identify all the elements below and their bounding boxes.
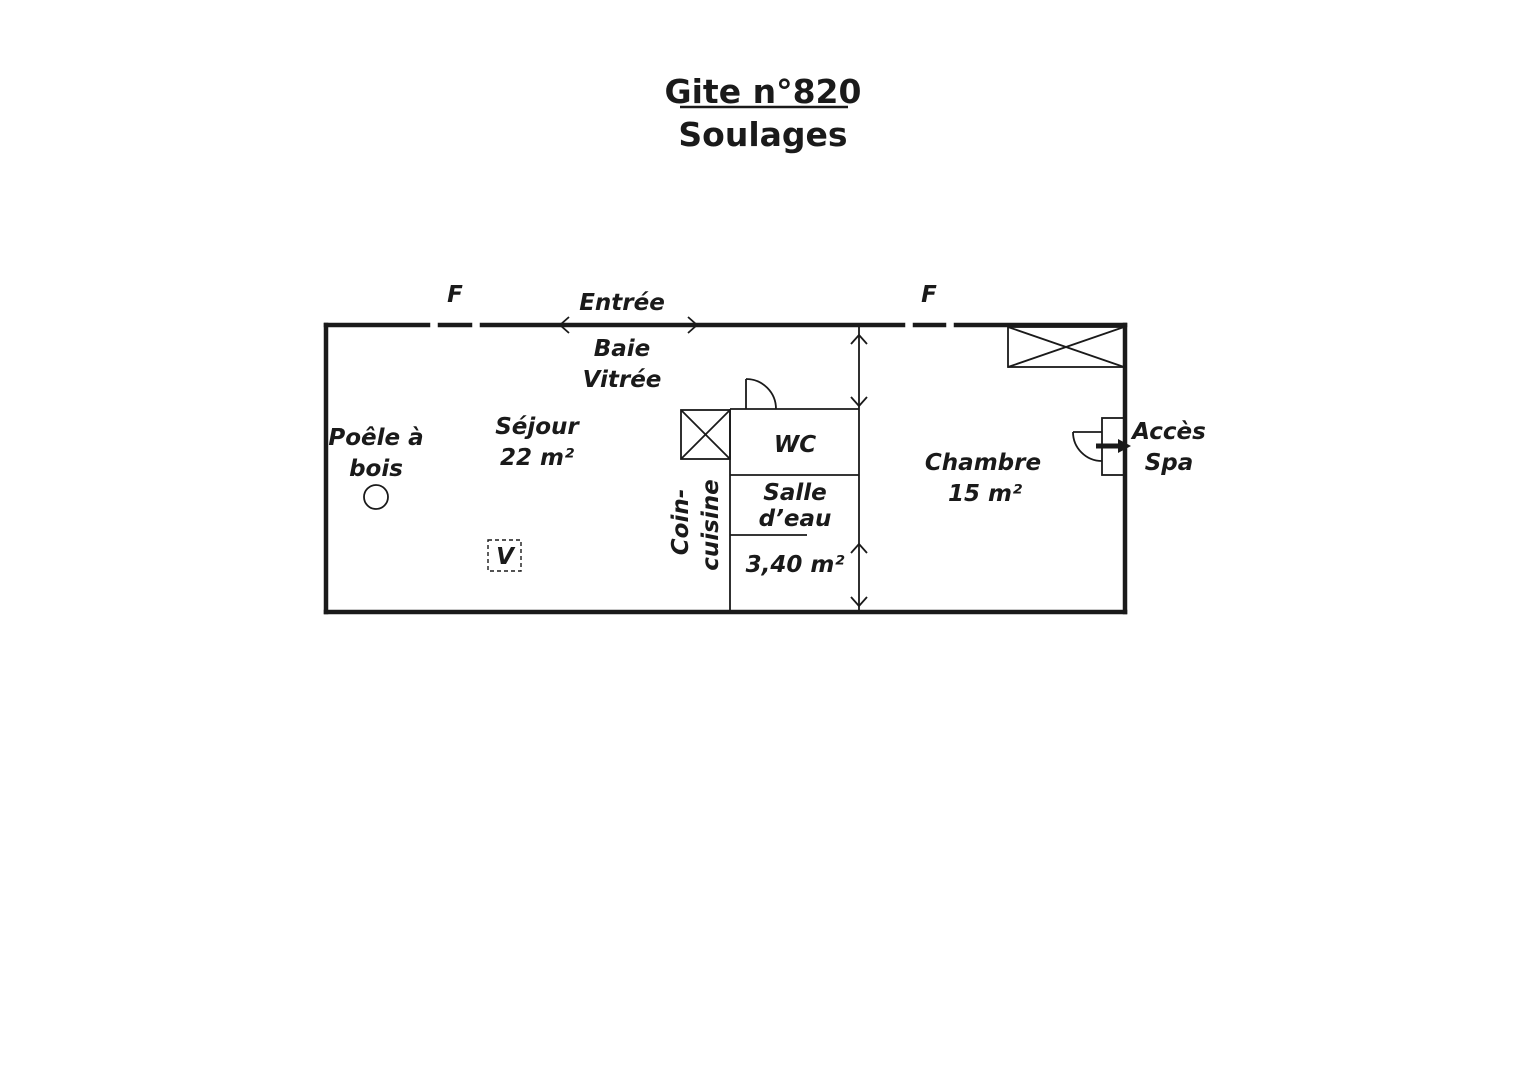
kitchen-label-line2: cuisine	[698, 479, 724, 570]
bedroom-label-line1: Chambre	[925, 450, 1041, 476]
stove-label-line2: bois	[349, 456, 403, 482]
wc-door-icon	[745, 378, 777, 410]
ventilation-label: V	[496, 544, 516, 570]
plan-subtitle: Soulages	[678, 115, 847, 154]
sliding-door-arrow	[558, 316, 699, 334]
wc-label: WC	[774, 432, 816, 458]
living-room-label-line2: 22 m²	[500, 445, 574, 471]
window-label-left: F	[447, 282, 463, 308]
window-label-right: F	[921, 282, 937, 308]
interior-partitions	[729, 408, 859, 612]
spa-access-label-line2: Spa	[1145, 450, 1194, 476]
plan-title: Gite n°820	[665, 72, 862, 111]
stove-label-line1: Poêle à	[328, 425, 423, 451]
wood-stove-icon	[363, 484, 389, 510]
ventilation-box	[487, 539, 522, 572]
spa-access-label-line1: Accès	[1130, 419, 1206, 445]
bathroom-label-line2: d’eau	[759, 506, 832, 532]
bay-window-label-line2: Vitrée	[583, 367, 662, 393]
kitchen-cabinet-icon	[680, 409, 731, 460]
bedroom-label-line2: 15 m²	[948, 481, 1022, 507]
sliding-door-lower-icon	[850, 409, 868, 612]
bathroom-label-line1: Salle	[763, 480, 826, 506]
spa-arrow-icon	[1096, 439, 1131, 453]
entrance-label: Entrée	[579, 290, 665, 316]
bay-window-label-line1: Baie	[594, 336, 651, 362]
wardrobe-icon	[1007, 326, 1125, 368]
sliding-door-upper-icon	[850, 327, 868, 409]
kitchen-label-line1: Coin-	[668, 489, 694, 555]
living-room-label-line1: Séjour	[495, 414, 580, 440]
bathroom-area-label: 3,40 m²	[746, 552, 845, 578]
